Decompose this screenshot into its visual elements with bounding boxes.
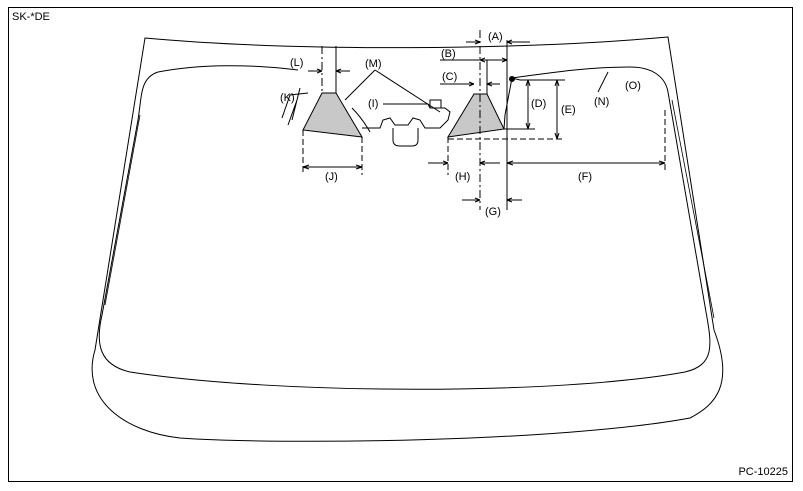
figure-frame <box>8 7 793 482</box>
callout-H: (H) <box>455 171 470 183</box>
mirror-mount-tab <box>429 99 442 109</box>
dimension-A-arrows <box>474 39 513 45</box>
dimension-N-leader <box>597 71 609 93</box>
callout-E: (E) <box>561 104 576 116</box>
right-top-edge <box>511 77 565 81</box>
right-pointer-edge <box>503 77 525 130</box>
callout-K: (K) <box>280 92 295 104</box>
reference-point <box>509 76 515 82</box>
callout-F: (F) <box>578 171 592 183</box>
callout-A: (A) <box>488 31 503 43</box>
windshield-outer-edge <box>91 36 724 442</box>
ceramic-border-top-edge <box>157 65 299 73</box>
callout-G: (G) <box>485 206 501 218</box>
callout-J: (J) <box>325 171 338 183</box>
right-side-trace <box>671 99 715 319</box>
dimension-F-arrows <box>506 160 666 166</box>
model-code-label: SK-*DE <box>12 11 50 23</box>
figure-id-label: PC-10225 <box>738 466 788 478</box>
dimension-K-leader <box>281 92 309 119</box>
callout-O: (O) <box>625 80 641 92</box>
left-side-trace <box>104 114 141 306</box>
left-sensor-area <box>302 92 363 138</box>
dimension-M-arc <box>351 107 371 133</box>
dimension-G-arrows <box>474 197 513 203</box>
callout-C: (C) <box>442 71 457 83</box>
dimension-D-arrows <box>525 79 531 130</box>
dimension-E-arrows <box>554 79 560 140</box>
dimension-C-arrows <box>468 81 493 87</box>
callout-M: (M) <box>365 58 382 70</box>
callout-L: (L) <box>290 57 303 69</box>
callout-I: (I) <box>368 98 378 110</box>
callout-D: (D) <box>531 98 546 110</box>
mirror-mount-plate <box>392 128 419 147</box>
dimension-B-arrows <box>479 57 508 63</box>
dimension-M-leader <box>344 69 441 113</box>
dimension-K-line <box>287 87 301 126</box>
right-sensor-area <box>447 93 505 138</box>
ceramic-border-inner-edge <box>98 66 711 390</box>
dimension-L-arrows <box>316 68 342 74</box>
callout-N: (N) <box>594 96 609 108</box>
dimension-J-arrows <box>302 164 363 170</box>
callout-B: (B) <box>441 48 456 60</box>
dimension-H-arrows <box>442 160 486 166</box>
